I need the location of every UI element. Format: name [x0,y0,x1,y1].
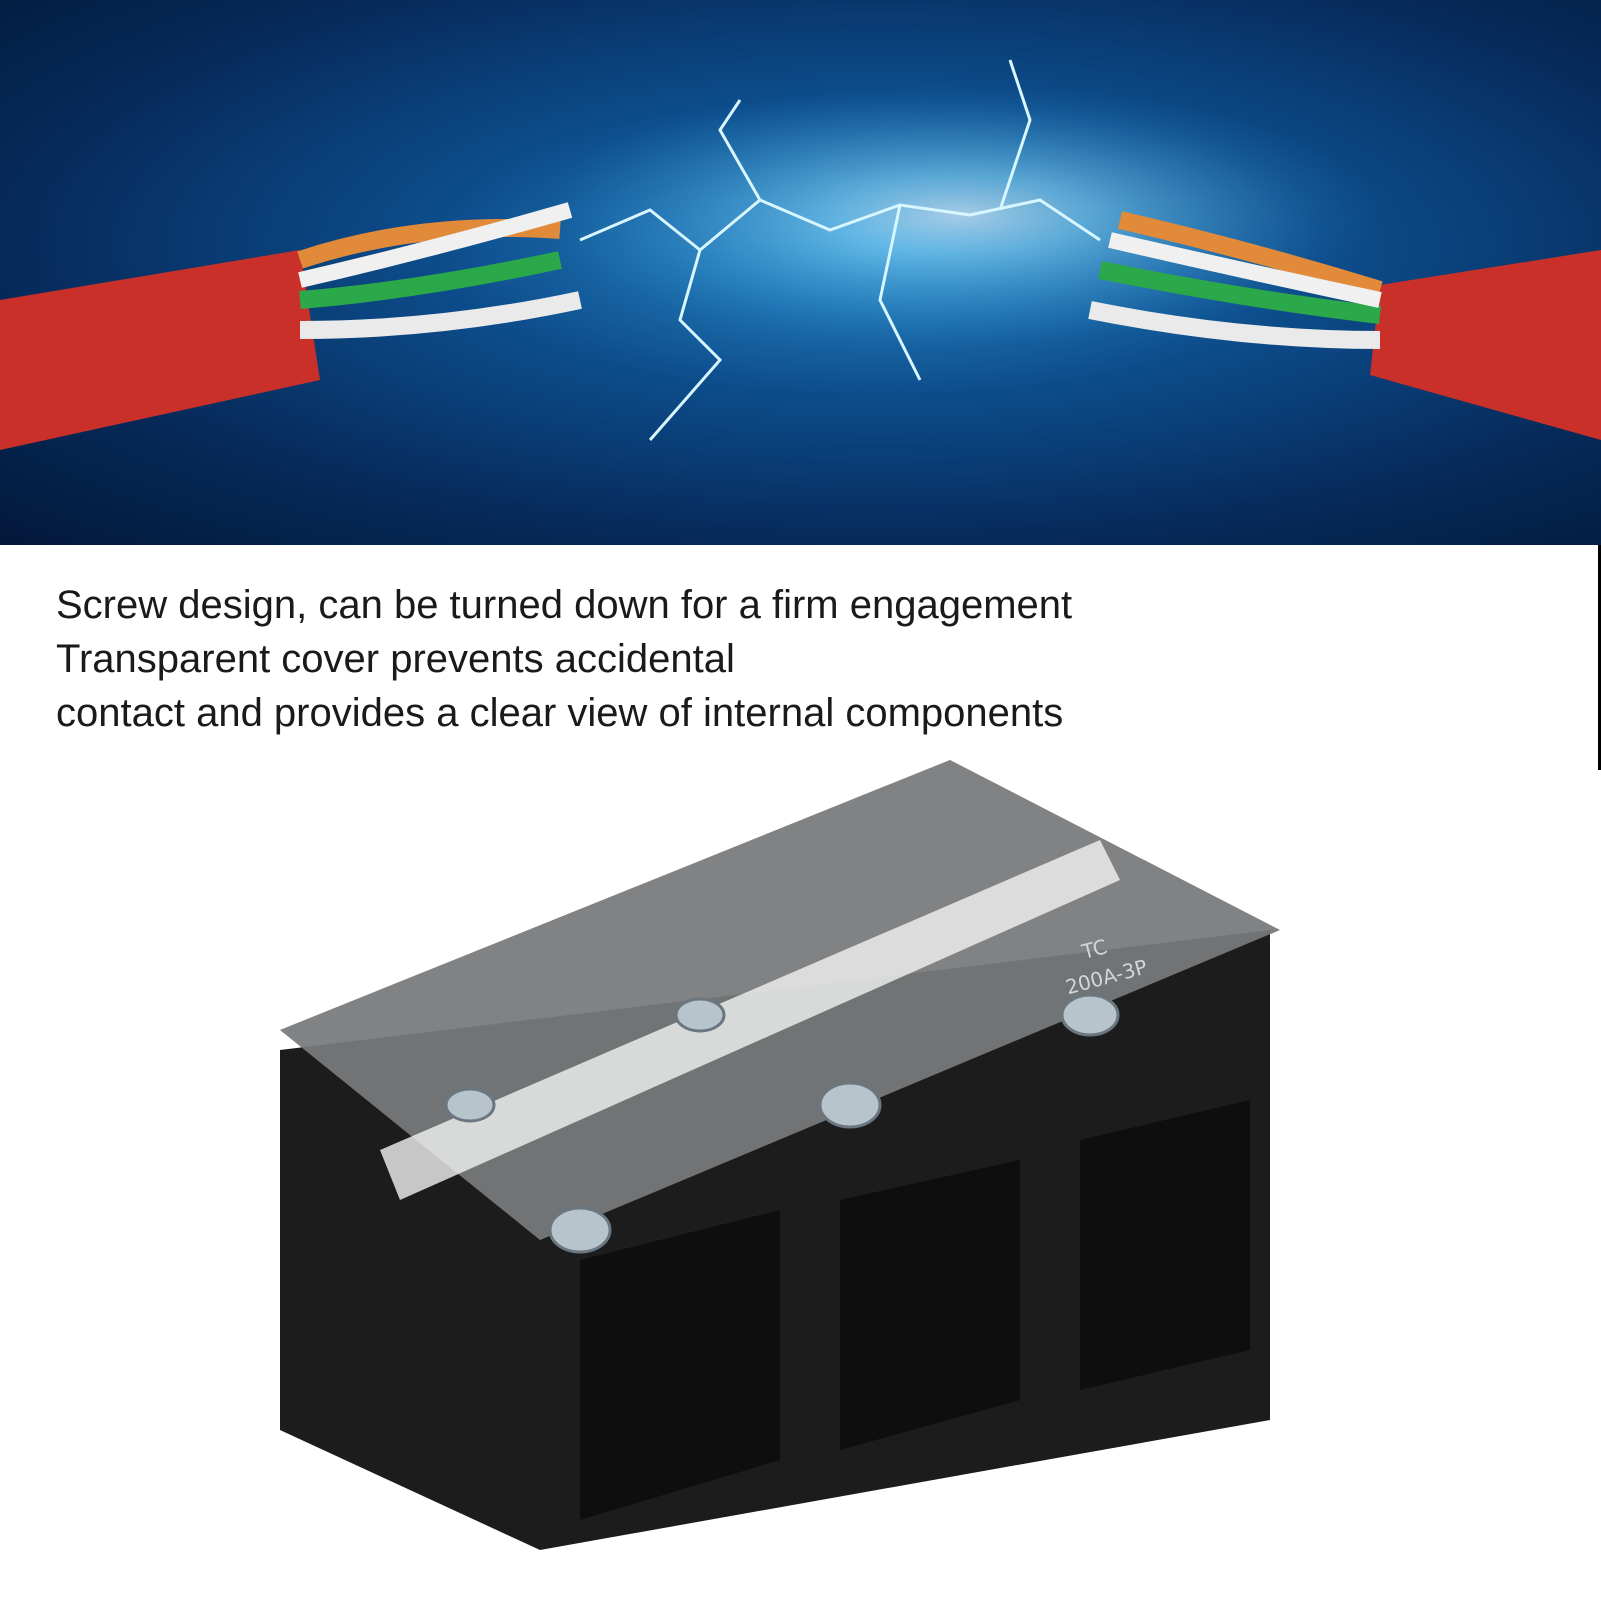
caption-line: Transparent cover prevents accidental [56,637,735,681]
lightning-bolts [579,59,1101,441]
feature-captions: Screw design, can be turned down for a f… [56,578,1072,740]
terminal-block-illustration: TC 200A-3P [280,760,1280,1550]
terminal-block-image: TC 200A-3P [0,760,1601,1601]
left-cable [0,202,582,450]
cover-strip [380,840,1120,1200]
right-cable [1088,211,1601,440]
caption-line: Screw design, can be turned down for a f… [56,583,1073,627]
banner-image-electric-cables [0,0,1601,545]
caption-line: contact and provides a clear view of int… [56,691,1064,735]
divider [1598,545,1601,770]
terminal-slots [580,1100,1250,1520]
cable-spark-illustration [0,59,1601,450]
screw-icons [444,993,1120,1254]
